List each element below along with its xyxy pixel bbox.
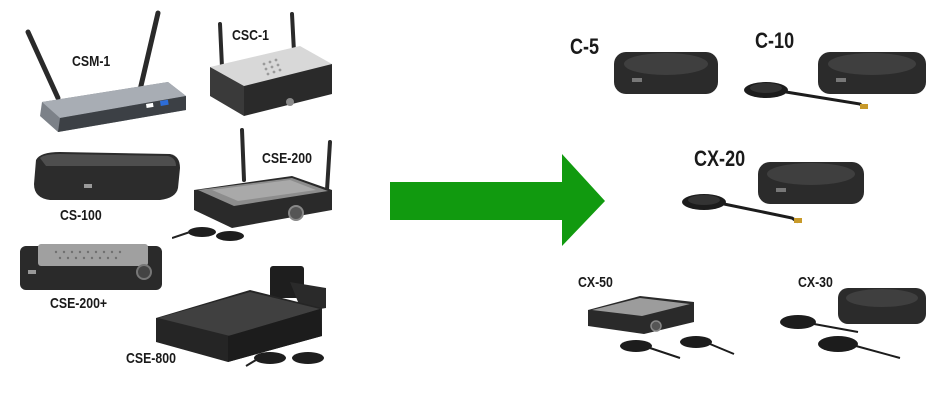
cse200plus-device-image bbox=[16, 240, 166, 296]
c10-device-image bbox=[742, 48, 942, 118]
cs100-device-image bbox=[30, 148, 185, 206]
cx20-label: CX-20 bbox=[694, 146, 746, 171]
cse800-label: CSE-800 bbox=[126, 350, 176, 367]
cse200plus-label: CSE-200+ bbox=[50, 295, 108, 312]
c10-label: C-10 bbox=[755, 28, 795, 53]
cx50-device-image bbox=[584, 288, 754, 366]
cx30-label: CX-30 bbox=[798, 274, 833, 291]
cse200-device-image bbox=[172, 128, 337, 243]
cs100-label: CS-100 bbox=[60, 207, 102, 224]
cse200-label: CSE-200 bbox=[262, 150, 312, 167]
migration-arrow bbox=[390, 154, 605, 249]
csm1-label: CSM-1 bbox=[72, 53, 111, 70]
c5-device-image bbox=[610, 48, 722, 100]
cx20-device-image bbox=[680, 158, 870, 230]
arrow-right-icon bbox=[390, 154, 605, 246]
csc1-label: CSC-1 bbox=[232, 27, 269, 44]
c5-label: C-5 bbox=[570, 34, 600, 59]
csc1-device-image bbox=[204, 12, 339, 120]
csm1-device-image bbox=[18, 10, 193, 135]
cx50-label: CX-50 bbox=[578, 274, 613, 291]
cx30-device-image bbox=[776, 284, 936, 366]
cse800-device-image bbox=[150, 262, 340, 372]
